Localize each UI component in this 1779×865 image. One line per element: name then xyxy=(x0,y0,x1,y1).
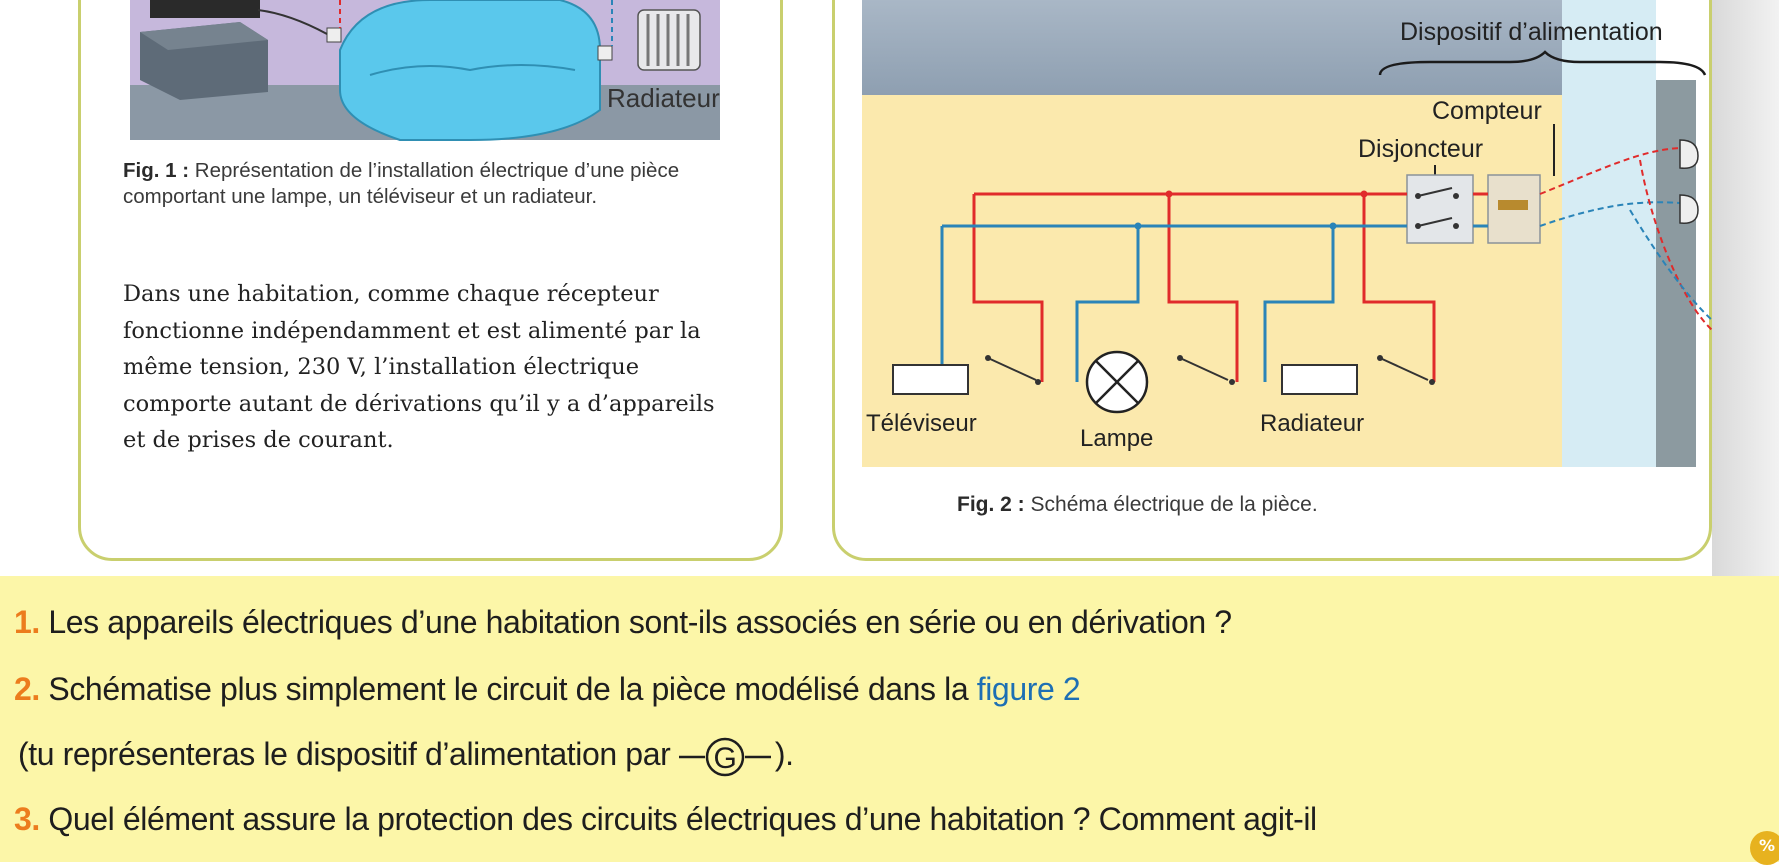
television-icon xyxy=(140,0,268,100)
question-2-line2-text: (tu représenteras le dispositif d’alimen… xyxy=(18,736,679,772)
figure-2-reference: figure 2 xyxy=(976,671,1081,707)
generator-symbol-icon: G xyxy=(678,737,771,776)
figure1-caption: Fig. 1 : Représentation de l’installatio… xyxy=(123,158,723,210)
sofa-icon xyxy=(339,0,601,141)
socket-icon xyxy=(326,27,342,43)
question-3-text: Quel élément assure la protection des ci… xyxy=(39,801,1317,837)
switch-symbol-icon xyxy=(1415,187,1459,229)
question-1-text: Les appareils électriques d’une habitati… xyxy=(39,604,1232,640)
radiateur-label-fig2: Radiateur xyxy=(1260,410,1364,437)
disjoncteur-label: Disjoncteur xyxy=(1358,135,1483,163)
question-2: 2. Schématise plus simplement le circuit… xyxy=(14,671,1774,708)
phase-wire xyxy=(972,192,1488,382)
resistor-symbol-icon xyxy=(892,364,969,395)
question-2-number: 2. xyxy=(14,671,40,707)
switch-symbol-icon xyxy=(1377,355,1435,385)
switch-symbol-icon xyxy=(985,355,1041,385)
socket-icon xyxy=(597,45,613,61)
page-edge xyxy=(1712,0,1779,576)
question-3: 3. Quel élément assure la protection des… xyxy=(14,801,1774,838)
body-paragraph: Dans une habitation, comme chaque récept… xyxy=(123,281,715,453)
plug-icon xyxy=(1679,139,1699,169)
dispositif-label: Dispositif d’alimentation xyxy=(1400,18,1663,46)
compteur-display xyxy=(1498,200,1528,210)
lampe-branch: Lampe xyxy=(1080,350,1235,452)
ceiling xyxy=(862,0,1562,95)
question-1-number: 1. xyxy=(14,604,40,640)
plug-icon xyxy=(1679,194,1699,224)
televiseur-branch: Téléviseur xyxy=(866,355,1041,437)
generator-letter: G xyxy=(713,742,736,775)
dispositif-brace xyxy=(1378,50,1707,76)
wall xyxy=(862,95,1562,467)
question-2-line-2: (tu représenteras le dispositif d’alimen… xyxy=(18,736,1778,777)
lamp-symbol-icon xyxy=(1085,350,1149,414)
question-2-line2-end: ). xyxy=(774,736,794,772)
disjoncteur-box xyxy=(1406,174,1474,244)
figure2-caption: Fig. 2 : Schéma électrique de la pièce. xyxy=(957,493,1657,517)
compteur-label: Compteur xyxy=(1432,97,1542,125)
switch-symbol-icon xyxy=(1177,355,1235,385)
radiator-icon xyxy=(637,9,701,71)
question-1: 1. Les appareils électriques d’une habit… xyxy=(14,604,1774,641)
televiseur-label: Téléviseur xyxy=(866,410,977,437)
figure1-caption-text: Représentation de l’installation électri… xyxy=(123,159,680,208)
resistor-symbol-icon xyxy=(1281,364,1358,395)
side-wall xyxy=(1562,0,1656,467)
questions-section: 1. Les appareils électriques d’une habit… xyxy=(0,576,1779,862)
figure2-caption-text: Schéma électrique de la pièce. xyxy=(1024,493,1318,516)
question-3-number: 3. xyxy=(14,801,40,837)
figure1-caption-label: Fig. 1 : xyxy=(123,159,190,182)
outside-wall xyxy=(1656,80,1696,467)
radiateur-branch: Radiateur xyxy=(1260,355,1435,437)
lampe-label: Lampe xyxy=(1080,425,1153,452)
question-2-text: Schématise plus simplement le circuit de… xyxy=(39,671,977,707)
scan-badge-icon[interactable]: % xyxy=(1750,831,1779,865)
figure2-caption-label: Fig. 2 : xyxy=(957,493,1025,516)
radiateur-label-fig1: Radiateur xyxy=(607,83,720,113)
